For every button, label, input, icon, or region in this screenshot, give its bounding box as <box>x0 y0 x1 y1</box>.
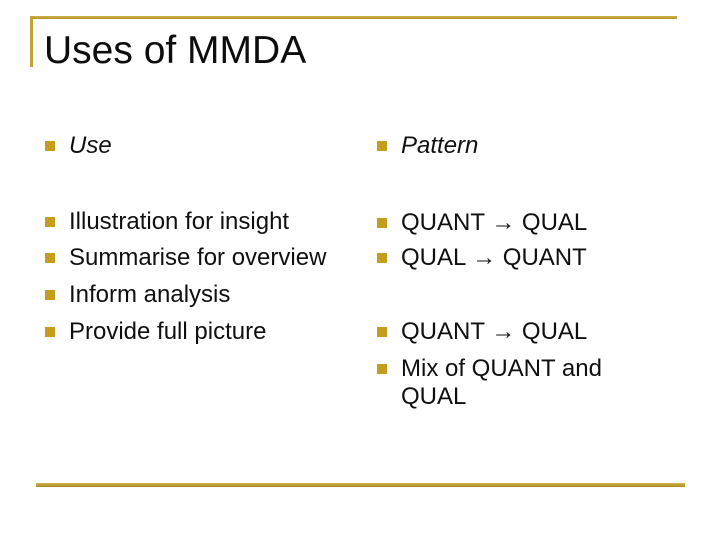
bottom-border-line <box>36 483 685 487</box>
slide-title: Uses of MMDA <box>44 29 307 72</box>
list-item-text: QUANT → QUAL <box>401 209 588 236</box>
bullet-square-icon <box>45 290 55 300</box>
title-accent-line <box>30 16 33 67</box>
list-item: Mix of QUANT and QUAL <box>377 355 639 411</box>
right-column-header: Pattern <box>377 132 639 160</box>
list-item: Summarise for overview <box>45 244 326 272</box>
right-header-text: Pattern <box>401 132 479 159</box>
bullet-square-icon <box>45 327 55 337</box>
list-item: QUANT → QUAL <box>377 209 639 237</box>
bullet-square-icon <box>377 364 387 374</box>
list-item-text: Inform analysis <box>69 281 231 308</box>
list-item-text: Provide full picture <box>69 318 267 345</box>
list-item-text: Illustration for insight <box>69 208 290 235</box>
bullet-square-icon <box>377 218 387 228</box>
list-item: QUANT → QUAL <box>377 318 639 346</box>
list-item-text: QUANT → QUAL <box>401 318 588 345</box>
list-item: Illustration for insight <box>45 208 289 236</box>
list-item: Provide full picture <box>45 318 266 346</box>
bullet-square-icon <box>377 141 387 151</box>
list-item-text: Mix of QUANT and QUAL <box>401 355 602 410</box>
bullet-square-icon <box>45 141 55 151</box>
bullet-square-icon <box>377 327 387 337</box>
list-item: QUAL → QUANT <box>377 244 639 272</box>
top-border-line <box>31 16 677 19</box>
list-item-text: Summarise for overview <box>69 244 327 271</box>
bullet-square-icon <box>377 253 387 263</box>
left-column-header: Use <box>45 132 112 160</box>
bullet-square-icon <box>45 217 55 227</box>
list-item: Inform analysis <box>45 281 230 309</box>
list-item-text: QUAL → QUANT <box>401 244 587 271</box>
left-header-text: Use <box>69 132 112 159</box>
bullet-square-icon <box>45 253 55 263</box>
